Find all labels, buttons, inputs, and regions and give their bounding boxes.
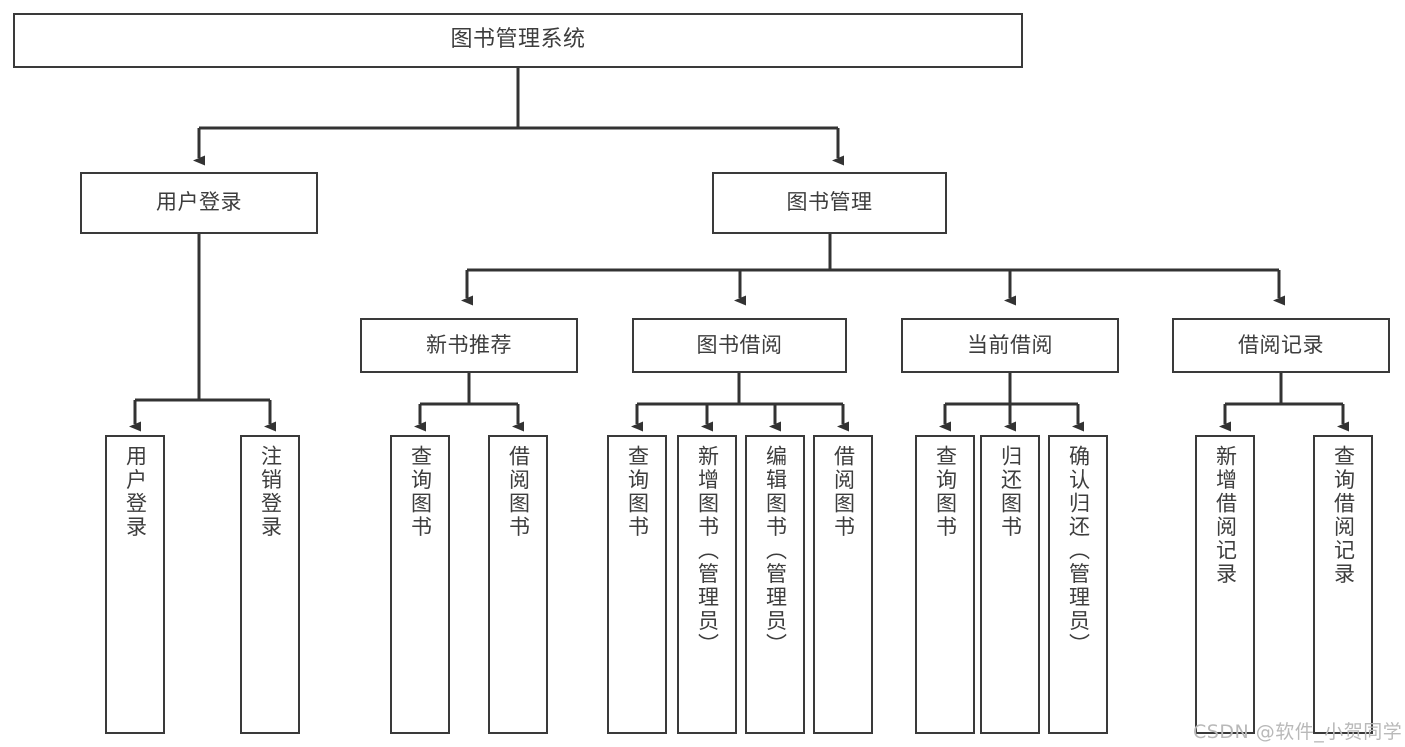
node-label: 查询图书 <box>408 445 433 539</box>
node-label: 查询图书 <box>933 445 958 539</box>
node-label: 注销登录 <box>258 445 283 539</box>
leaf-confirm-return-admin[interactable]: 确认归还（管理员） <box>1048 435 1108 734</box>
leaf-edit-book-admin[interactable]: 编辑图书（管理员） <box>745 435 805 734</box>
leaf-return-book[interactable]: 归还图书 <box>980 435 1040 734</box>
node-book-management[interactable]: 图书管理 <box>712 172 947 234</box>
node-label: 图书管理 <box>786 190 873 215</box>
node-root-system[interactable]: 图书管理系统 <box>13 13 1023 68</box>
node-label: 新书推荐 <box>426 332 512 357</box>
csdn-watermark: CSDN @软件_小贺同学 <box>1193 721 1403 743</box>
node-label: 借阅图书 <box>506 445 531 539</box>
node-label: 借阅记录 <box>1238 332 1324 357</box>
node-label: 用户登录 <box>156 190 242 215</box>
node-label: 新增图书（管理员） <box>695 445 720 657</box>
node-borrow-record[interactable]: 借阅记录 <box>1172 318 1390 373</box>
node-label: 图书借阅 <box>696 332 783 357</box>
node-label: 新增借阅记录 <box>1213 445 1238 586</box>
node-label: 确认归还（管理员） <box>1066 445 1091 657</box>
leaf-query-book-borrow[interactable]: 查询图书 <box>607 435 667 734</box>
node-label: 编辑图书（管理员） <box>763 445 788 657</box>
node-label: 归还图书 <box>998 445 1023 539</box>
node-label: 用户登录 <box>123 445 148 539</box>
node-current-borrow[interactable]: 当前借阅 <box>901 318 1119 373</box>
node-label: 查询借阅记录 <box>1331 445 1356 586</box>
leaf-query-borrow-record[interactable]: 查询借阅记录 <box>1313 435 1373 734</box>
node-new-book-recommend[interactable]: 新书推荐 <box>360 318 578 373</box>
node-label: 借阅图书 <box>831 445 856 539</box>
leaf-user-login[interactable]: 用户登录 <box>105 435 165 734</box>
leaf-borrow-book[interactable]: 借阅图书 <box>813 435 873 734</box>
node-label: 当前借阅 <box>967 332 1053 357</box>
node-label: 查询图书 <box>625 445 650 539</box>
leaf-query-book-current[interactable]: 查询图书 <box>915 435 975 734</box>
node-book-borrow[interactable]: 图书借阅 <box>632 318 847 373</box>
node-user-login[interactable]: 用户登录 <box>80 172 318 234</box>
node-label: 图书管理系统 <box>450 27 586 53</box>
leaf-add-borrow-record[interactable]: 新增借阅记录 <box>1195 435 1255 734</box>
leaf-add-book-admin[interactable]: 新增图书（管理员） <box>677 435 737 734</box>
leaf-borrow-book-recommend[interactable]: 借阅图书 <box>488 435 548 734</box>
leaf-logout[interactable]: 注销登录 <box>240 435 300 734</box>
leaf-query-book-recommend[interactable]: 查询图书 <box>390 435 450 734</box>
